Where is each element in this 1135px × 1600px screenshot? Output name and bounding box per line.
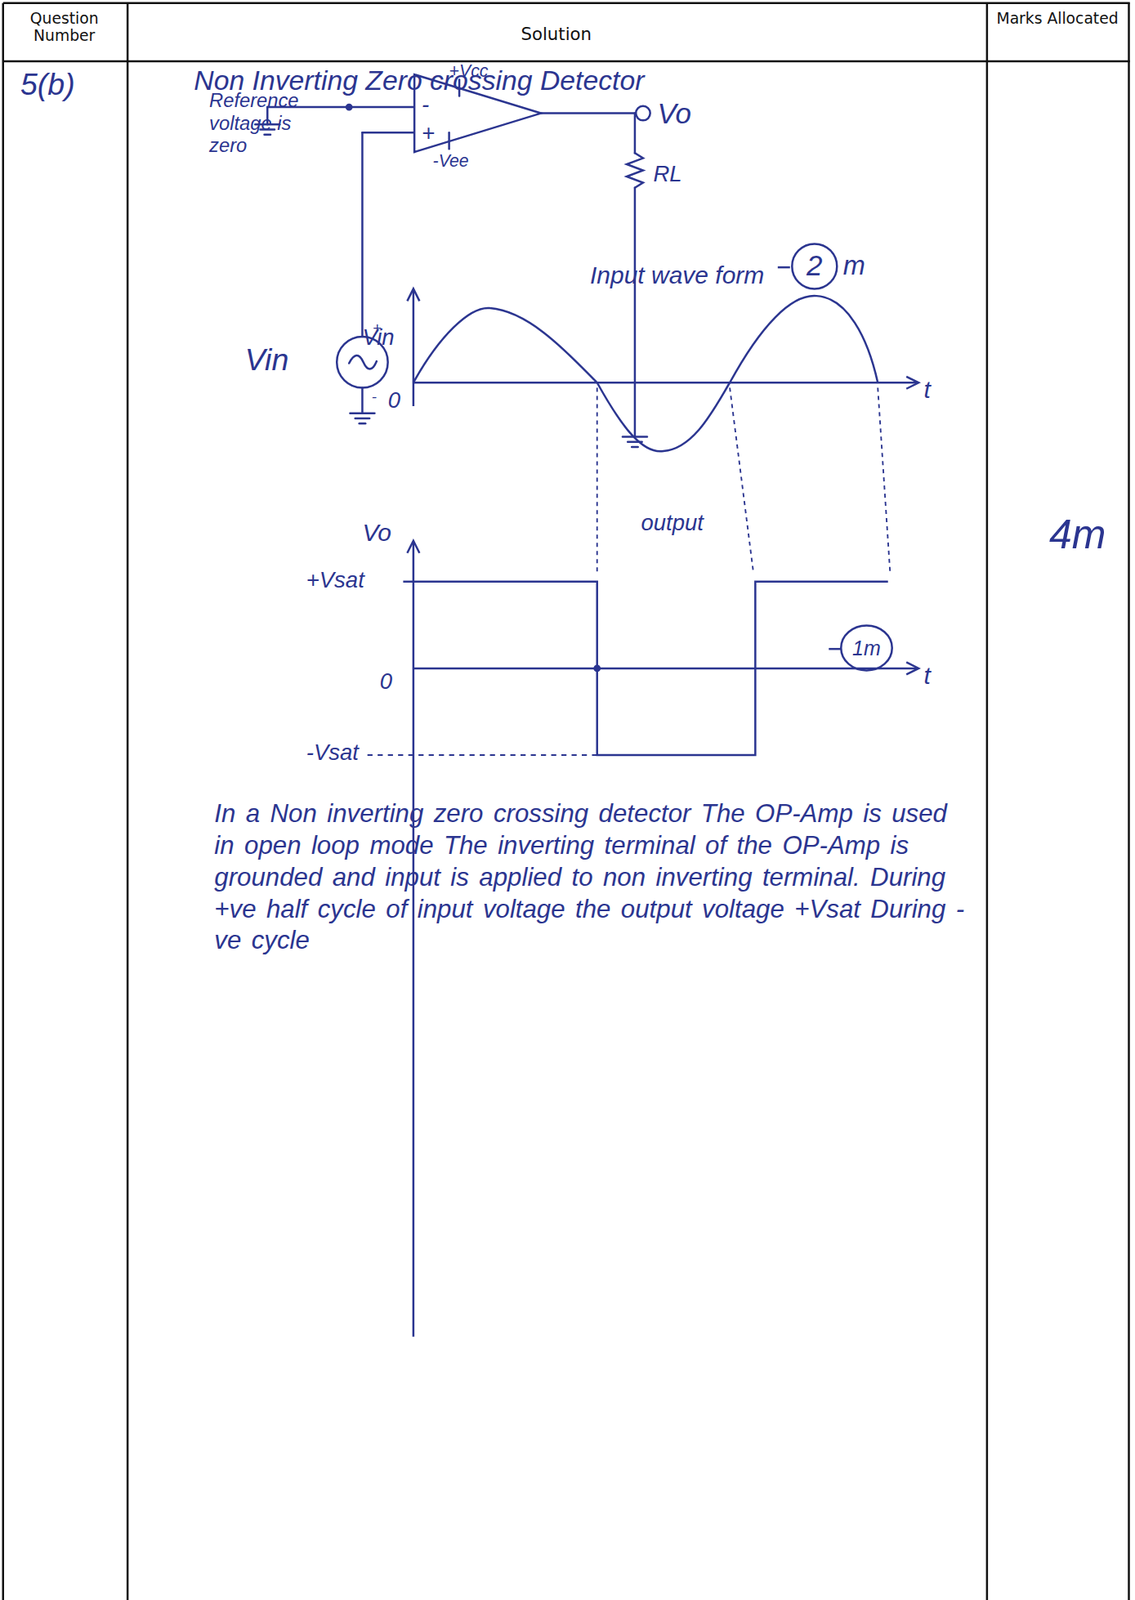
axis-label: 0 — [379, 668, 393, 695]
node-text: + — [421, 122, 435, 145]
node-text: m — [843, 251, 866, 278]
header-cell: Marks Allocated — [996, 9, 1119, 28]
axis-label: +Vsat — [306, 567, 365, 594]
marks-allocated: 4m — [1049, 509, 1106, 557]
axis-label: Vin — [361, 324, 394, 351]
input-waveform — [406, 288, 919, 572]
output-waveform — [367, 540, 920, 1337]
supply-label: -Vee — [433, 151, 470, 171]
output-label: Vo — [656, 98, 691, 131]
header-cell: Solution — [449, 24, 664, 45]
axis-label: -Vsat — [306, 739, 359, 766]
axis-label: 0 — [388, 388, 401, 415]
graph-title: Input wave form — [589, 261, 765, 290]
polarity-sign: - — [371, 388, 377, 407]
axis-label: Vo — [361, 518, 392, 546]
input-source-label: Vin — [245, 343, 289, 379]
header-cell: Question Number — [8, 9, 121, 45]
axis-label: t — [923, 375, 930, 404]
resistor-label: RL — [652, 160, 682, 188]
op-amp-symbol: -+ — [413, 73, 542, 153]
table-grid — [3, 3, 1131, 1600]
node-text: 2 — [806, 251, 823, 281]
node-text: - — [421, 93, 429, 117]
supply-label: +Vcc — [449, 61, 489, 81]
mark-dash — [777, 267, 841, 649]
reference-note: Reference voltage is zero — [209, 89, 322, 157]
question-number: 5(b) — [20, 67, 76, 103]
marks-circle: 2m — [791, 243, 837, 289]
node-text: 1m — [852, 637, 881, 658]
marks-circle: 1m — [840, 625, 892, 671]
graph-title: output — [640, 509, 703, 537]
axis-label: t — [923, 661, 930, 689]
explanation-text: In a Non inverting zero crossing detecto… — [214, 797, 965, 957]
